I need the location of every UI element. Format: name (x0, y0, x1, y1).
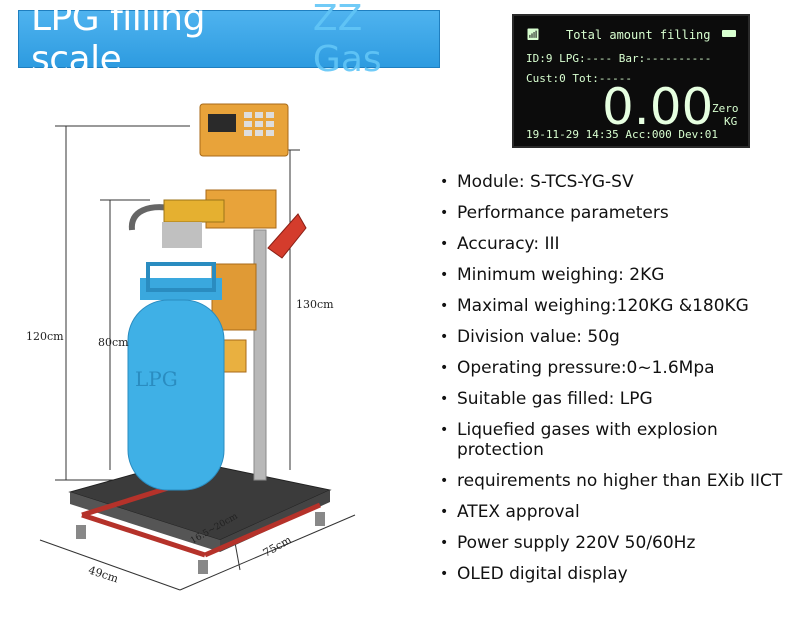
product-illustration: LPG (39, 103, 356, 591)
list-item: •Module: S-TCS-YG-SV (440, 172, 634, 192)
list-item: •OLED digital display (440, 564, 628, 584)
bullet-icon: • (440, 360, 449, 376)
bullet-icon: • (440, 391, 449, 407)
bullet-icon: • (440, 267, 449, 283)
bullet-icon: • (440, 422, 449, 438)
spec-list: •Module: S-TCS-YG-SV •Performance parame… (440, 172, 790, 595)
list-item: •Operating pressure:0~1.6Mpa (440, 358, 715, 378)
oled-display: 📶︎ Total amount filling ID:9 LPG:---- Ba… (512, 14, 750, 148)
battery-icon (722, 30, 736, 37)
title-main: LPG filling scale (31, 0, 205, 80)
bullet-icon: • (440, 174, 449, 190)
display-cust-line: Cust:0 Tot:----- (526, 72, 632, 85)
bullet-icon: • (440, 329, 449, 345)
title-brand: ZZ Gas (312, 0, 382, 80)
list-item: •Accuracy: III (440, 234, 560, 254)
cylinder-label: LPG (135, 367, 178, 391)
bullet-icon: • (440, 504, 449, 520)
dim-height-mid: 80cm (98, 336, 129, 349)
bullet-icon: • (440, 566, 449, 582)
display-id-line: ID:9 LPG:---- Bar:---------- (526, 52, 712, 65)
dim-height-pole: 130cm (296, 298, 334, 311)
bullet-icon: • (440, 473, 449, 489)
list-item: •Performance parameters (440, 203, 669, 223)
antenna-icon: 📶︎ (526, 28, 540, 41)
display-unit-zero: Zero (712, 102, 739, 115)
display-value: 0.00 (602, 78, 714, 136)
bullet-icon: • (440, 298, 449, 314)
list-item: •Power supply 220V 50/60Hz (440, 533, 696, 553)
list-item: •ATEX approval (440, 502, 580, 522)
list-item: •Maximal weighing:120KG &180KG (440, 296, 749, 316)
list-item: •Suitable gas filled: LPG (440, 389, 653, 409)
display-header: Total amount filling (566, 28, 711, 42)
display-unit-kg: KG (724, 115, 738, 128)
dim-height-total: 120cm (26, 330, 64, 343)
title-banner: LPG filling scale ZZ Gas (18, 0, 440, 80)
list-item: •Liquefied gases with explosion protecti… (440, 420, 718, 460)
display-footer: 19-11-29 14:35 Acc:000 Dev:01 (526, 128, 719, 141)
list-item: •Division value: 50g (440, 327, 620, 347)
bullet-icon: • (440, 236, 449, 252)
bullet-icon: • (440, 205, 449, 221)
bullet-icon: • (440, 535, 449, 551)
list-item: •Minimum weighing: 2KG (440, 265, 665, 285)
list-item: •requirements no higher than EXib IICT (440, 471, 783, 491)
